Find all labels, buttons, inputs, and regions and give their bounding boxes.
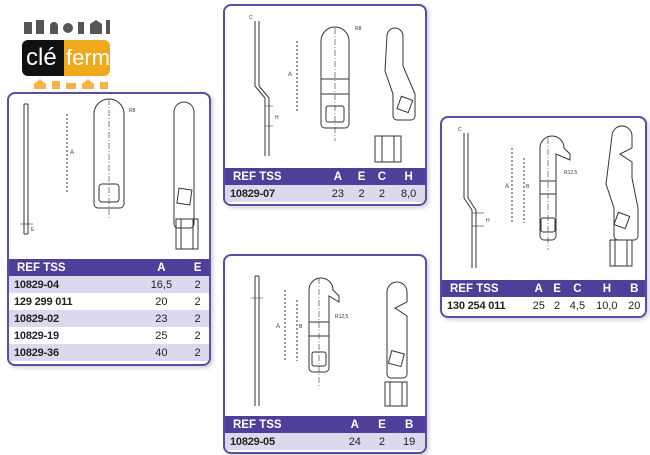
c-cell: 4,5 (569, 299, 586, 312)
cam-card-3: C A H B R12,5 REF TSS A E C H B 130 254 … (440, 116, 647, 318)
col-header-ref: REF TSS (225, 168, 325, 185)
e-cell: 2 (370, 433, 394, 450)
table-row: 129 299 011 20 2 (9, 293, 209, 310)
a-cell: 40 (136, 344, 187, 361)
col-header-c: C (564, 280, 591, 297)
logo-text-left: clé (22, 40, 64, 76)
ref-cell: 10829-19 (14, 329, 59, 342)
col-header-e: E (186, 259, 209, 276)
cam-drawing-3: C A H B R12,5 (458, 125, 639, 268)
houses-icon (34, 79, 108, 89)
dim-e-label: E (31, 227, 35, 233)
logo-text-right: ferm (64, 40, 110, 76)
radius-label: R12,5 (564, 170, 578, 176)
spec-table-4: REF TSS A E B 10829-05 24 2 19 (225, 416, 425, 450)
col-header-ref: REF TSS (442, 280, 529, 297)
dim-c-label: C (249, 15, 253, 21)
logo-wordmark: clé ferm (22, 40, 110, 76)
dim-h-label: H (275, 115, 279, 121)
radius-label: R8 (355, 26, 362, 32)
dim-h-label: H (486, 218, 490, 224)
dim-a-label: A (288, 72, 292, 78)
table-row: 10829-02 23 2 (9, 310, 209, 327)
dim-c-label: C (458, 127, 462, 133)
col-header-b: B (623, 280, 645, 297)
cam-card-2: C A H R8 REF TSS A E C H 10829-07 23 2 2… (223, 4, 427, 206)
table-row: 10829-05 24 2 19 (225, 433, 425, 450)
col-header-a: A (528, 280, 550, 297)
col-header-h: H (392, 168, 425, 185)
col-header-a: A (339, 416, 371, 433)
e-cell: 2 (186, 344, 209, 361)
ref-cell: 130 254 011 (447, 299, 506, 312)
cam-drawing-2: C A H R8 (249, 15, 416, 163)
col-header-c: C (371, 168, 393, 185)
dim-a-label: A (70, 150, 74, 156)
col-header-b: B (393, 416, 425, 433)
spec-table-1: REF TSS A E 10829-04 16,5 2 129 299 011 … (9, 259, 209, 361)
a-cell: 20 (155, 295, 168, 308)
a-cell: 24 (339, 433, 371, 450)
b-cell: 19 (393, 433, 425, 450)
h-cell: 10,0 (596, 299, 618, 312)
dim-b-label: B (299, 324, 303, 330)
col-header-h: H (590, 280, 624, 297)
ref-cell: 10829-07 (225, 185, 325, 202)
a-cell: 23 (324, 185, 352, 202)
e-cell: 2 (554, 299, 561, 312)
e-cell: 2 (351, 185, 372, 202)
dim-a-label: A (276, 324, 280, 330)
table-row: 10829-07 23 2 2 8,0 (225, 185, 425, 202)
e-cell: 2 (194, 295, 201, 308)
a-cell: 16,5 (136, 276, 187, 293)
cleferm-logo: clé ferm (22, 16, 114, 91)
e-cell: 2 (186, 310, 209, 327)
ref-cell: 10829-04 (9, 276, 137, 293)
c-cell: 2 (371, 185, 393, 202)
h-cell: 8,0 (392, 185, 425, 202)
cam-drawing-1: A R8 E (20, 98, 199, 250)
col-header-ref: REF TSS (9, 259, 137, 276)
dim-a-label: A (505, 184, 509, 190)
table-row: 10829-04 16,5 2 (9, 276, 209, 293)
cam-drawing-4: A B R12,5 (251, 275, 408, 407)
table-row: 10829-19 25 2 (9, 327, 209, 344)
table-row: 10829-36 40 2 (9, 344, 209, 361)
col-header-e: E (351, 168, 372, 185)
col-header-a: A (324, 168, 352, 185)
ref-cell: 10829-02 (9, 310, 137, 327)
a-cell: 23 (136, 310, 187, 327)
ref-cell: 10829-36 (9, 344, 137, 361)
col-header-a: A (136, 259, 187, 276)
ref-cell: 10829-05 (225, 433, 339, 450)
spec-table-2: REF TSS A E C H 10829-07 23 2 2 8,0 (225, 168, 425, 202)
e-cell: 2 (186, 276, 209, 293)
col-header-ref: REF TSS (225, 416, 339, 433)
dim-b-label: B (526, 184, 530, 190)
hardware-icons (24, 20, 110, 34)
col-header-e: E (549, 280, 565, 297)
cam-card-4: A B R12,5 REF TSS A E B 10829-05 24 2 19 (223, 254, 427, 454)
radius-label: R12,5 (335, 314, 349, 320)
a-cell: 25 (532, 299, 545, 312)
ref-cell: 129 299 011 (14, 295, 73, 308)
a-cell: 25 (155, 329, 168, 342)
col-header-e: E (370, 416, 394, 433)
b-cell: 20 (628, 299, 641, 312)
e-cell: 2 (194, 329, 201, 342)
table-row: 130 254 011 25 2 4,5 10,0 20 (442, 297, 645, 314)
cam-card-1: A R8 E REF TSS A E 10829-04 16,5 2 129 2… (7, 92, 211, 366)
radius-label: R8 (129, 108, 136, 114)
spec-table-3: REF TSS A E C H B 130 254 011 25 2 4,5 1… (442, 280, 645, 314)
